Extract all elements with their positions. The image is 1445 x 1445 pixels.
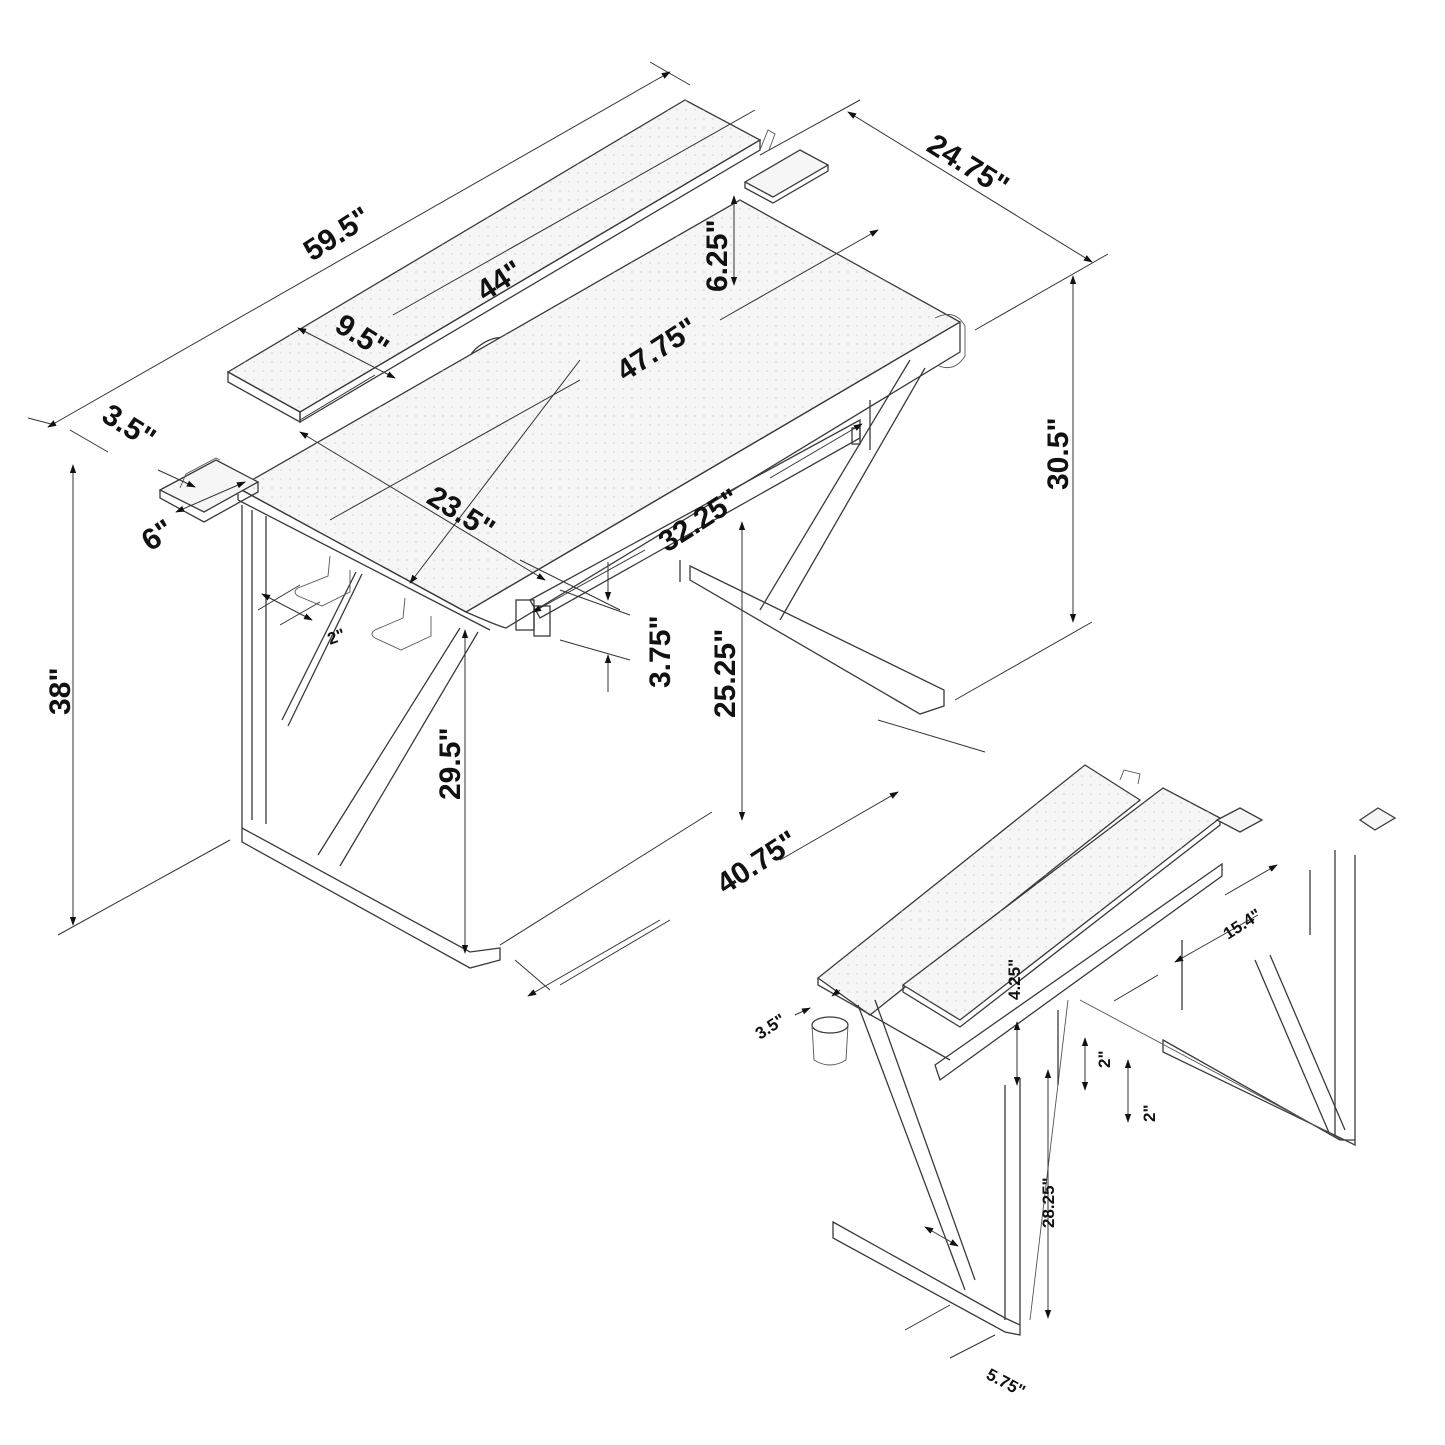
dim-overall-width: 59.5" <box>298 201 377 268</box>
secondary-desk-view: 4.25" 3.5" 15.4" 2" 2" 28.25" 5.75" <box>752 764 1397 1401</box>
desk-frame <box>241 313 966 969</box>
dim-overall-height: 38" <box>44 667 77 715</box>
secondary-dimension-lines <box>794 864 1278 1359</box>
dim-side-tray-width: 6" <box>136 513 180 558</box>
dim-shelf-clearance: 6.25" <box>701 219 734 292</box>
dim-leg-width: 5.75" <box>983 1365 1028 1401</box>
right-side-tray <box>743 129 830 204</box>
left-side-tray <box>158 457 260 523</box>
dim-knee-clearance: 25.25" <box>709 629 742 718</box>
dim-side-tray-depth: 3.5" <box>96 398 161 456</box>
dim-leg-clearance: 29.5" <box>434 727 467 800</box>
dim-bracket-spacing-1: 2" <box>1095 1050 1114 1068</box>
dim-bracket-width: 15.4" <box>1220 905 1265 943</box>
dim-bracket-spacing-2: 2" <box>1140 1104 1159 1122</box>
secondary-desktop <box>816 764 1397 1082</box>
dim-desktop-height: 30.5" <box>1042 417 1075 490</box>
secondary-frame <box>811 850 1356 1336</box>
dim-under-desk-height: 28.25" <box>1039 1177 1058 1228</box>
main-dimension-lines <box>27 61 1109 997</box>
dim-monitor-stand-height: 4.25" <box>1005 959 1024 1000</box>
dim-base-length: 40.75" <box>711 825 804 901</box>
main-desk-view: 59.5" 24.75" 38" 44" 9.5" 6.25" 3.5" 6" … <box>27 61 1109 997</box>
desktop-surface <box>236 199 962 631</box>
dim-hook-spacing: 2" <box>325 625 348 649</box>
dim-keyboard-tray-height: 3.75" <box>644 615 677 688</box>
dim-cup-holder-offset: 3.5" <box>752 1010 789 1043</box>
